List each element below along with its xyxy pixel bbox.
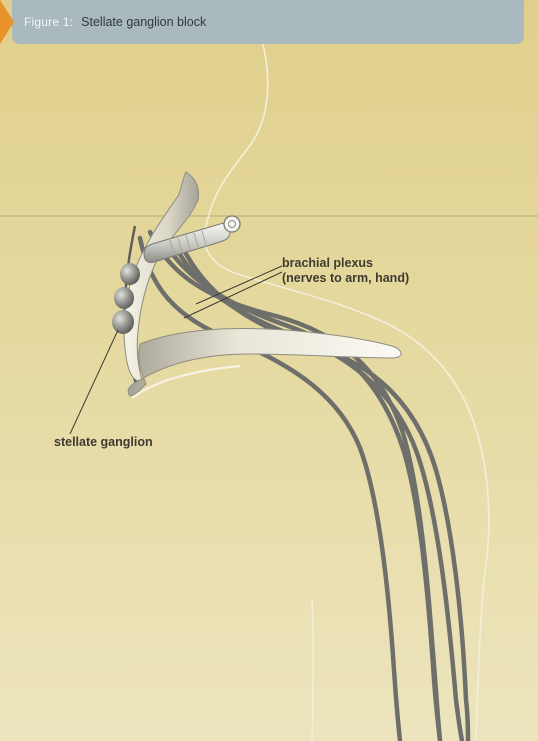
stellate-ganglion-label: stellate ganglion xyxy=(54,435,153,450)
ganglion-node xyxy=(120,263,140,285)
figure-header: Figure 1: Stellate ganglion block xyxy=(12,0,524,44)
header-accent-tab xyxy=(0,0,14,44)
figure-title: Stellate ganglion block xyxy=(81,15,206,29)
ganglion-node xyxy=(114,287,134,309)
brachial-plexus-label-line1: brachial plexus xyxy=(282,256,409,271)
brachial-plexus-label-line2: (nerves to arm, hand) xyxy=(282,271,409,286)
ganglion-node xyxy=(112,310,134,334)
brachial-plexus-label: brachial plexus (nerves to arm, hand) xyxy=(282,256,409,286)
figure-number: Figure 1: xyxy=(24,15,73,29)
